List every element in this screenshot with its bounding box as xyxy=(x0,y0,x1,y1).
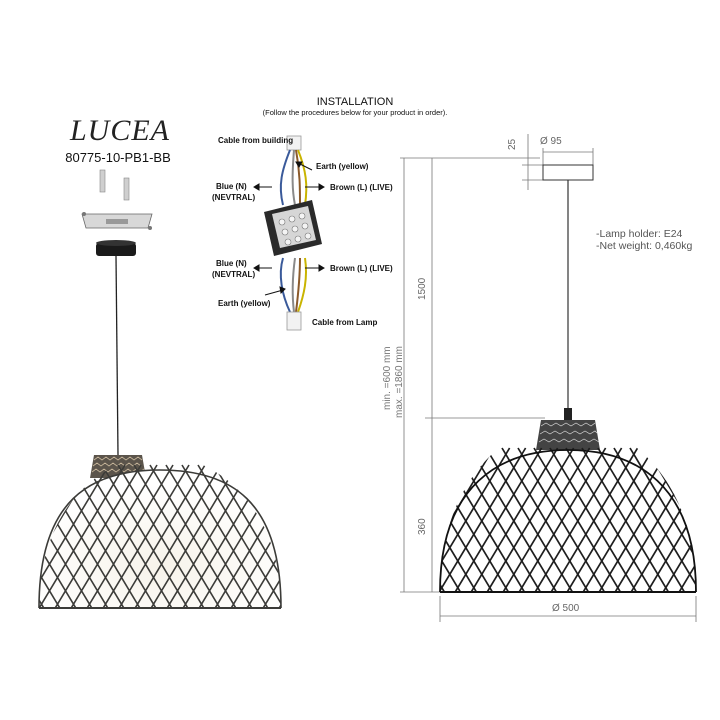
wire-blue-bottom xyxy=(279,257,291,313)
shade-left xyxy=(38,455,282,609)
product-name: LUCEA xyxy=(69,114,170,147)
cable-left xyxy=(115,255,119,456)
dim-canopy-height: 25 xyxy=(507,138,518,150)
label-neutral-top: (NEVTRAL) xyxy=(212,193,256,202)
shade-right xyxy=(294,420,720,594)
wicker-strand xyxy=(85,464,174,608)
dimension-lines xyxy=(400,134,697,622)
wicker-strand xyxy=(677,447,696,592)
wicker-strand xyxy=(440,447,527,592)
wicker-strand xyxy=(245,464,281,608)
wire-grey-bottom xyxy=(291,257,296,313)
wicker-strand xyxy=(485,447,575,592)
wicker-strand xyxy=(440,447,511,592)
terminal-block xyxy=(264,200,322,256)
wicker-strand xyxy=(310,448,398,594)
wicker-strand xyxy=(39,464,78,608)
wicker-strand xyxy=(39,464,110,608)
wicker-strand xyxy=(710,448,720,594)
wicker-strand xyxy=(294,448,382,594)
installation-note: (Follow the procedures below for your pr… xyxy=(262,108,448,117)
wicker-strand xyxy=(39,464,126,608)
wire-grey-top xyxy=(291,149,296,206)
label-earth-top: Earth (yellow) xyxy=(316,162,369,171)
wicker-strand xyxy=(581,447,671,592)
lamp-holder xyxy=(564,408,572,420)
wicker-strand xyxy=(53,464,142,608)
dim-shade-diameter: Ø 500 xyxy=(552,603,580,614)
wicker-strand xyxy=(693,447,696,592)
label-cable-from-building: Cable from building xyxy=(218,136,294,145)
dim-shade-height: 360 xyxy=(417,518,428,535)
wicker-strand xyxy=(117,464,206,608)
label-brown-bottom: Brown (L) (LIVE) xyxy=(330,264,393,273)
wicker-strand xyxy=(101,464,190,608)
wicker-strand xyxy=(326,448,414,594)
label-cable-from-lamp: Cable from Lamp xyxy=(312,318,378,327)
wicker-strand xyxy=(533,447,623,592)
canopy-left xyxy=(96,240,136,256)
wicker-strand xyxy=(69,464,158,608)
wicker-strand xyxy=(693,447,696,592)
wicker-strand xyxy=(549,447,639,592)
wicker-strand xyxy=(39,464,62,608)
wicker-strand xyxy=(440,447,479,592)
wicker-strand xyxy=(440,447,463,592)
dim-range-min: min. =600 mm xyxy=(382,346,393,410)
wicker-strand xyxy=(133,464,222,608)
dim-canopy-diameter: Ø 95 xyxy=(540,136,562,147)
spec-lamp-holder: -Lamp holder: E24 xyxy=(596,228,683,240)
wicker-strand xyxy=(565,447,655,592)
dim-range-max: max. =1860 mm xyxy=(394,346,405,418)
wicker-strand xyxy=(261,464,281,608)
wicker-strand xyxy=(710,448,720,594)
wicker-strand xyxy=(310,448,398,594)
wicker-strand xyxy=(501,447,591,592)
wicker-strand xyxy=(149,464,238,608)
wicker-strand xyxy=(469,447,559,592)
wicker-strand xyxy=(213,464,281,608)
wire-yellow-bottom xyxy=(297,257,308,313)
wire-blue-top xyxy=(279,149,291,206)
spec-net-weight: -Net weight: 0,460kg xyxy=(596,240,693,252)
wicker-strand xyxy=(326,448,414,594)
label-blue-bottom: Blue (N) xyxy=(216,259,247,268)
wire-yellow-top xyxy=(297,149,308,206)
wicker-strand xyxy=(629,447,696,592)
product-code: 80775-10-PB1-BB xyxy=(65,150,171,165)
wire-brown-top xyxy=(295,149,301,206)
wicker-strand xyxy=(453,447,543,592)
dim-cable-length: 1500 xyxy=(417,277,428,300)
wire-brown-bottom xyxy=(295,257,301,313)
wicker-strand xyxy=(440,447,447,592)
label-brown-top: Brown (L) (LIVE) xyxy=(330,183,393,192)
wicker-strand xyxy=(661,447,696,592)
mounting-bracket xyxy=(81,169,153,230)
wicker-strand xyxy=(440,447,447,592)
label-earth-bottom: Earth (yellow) xyxy=(218,299,271,308)
installation-title: INSTALLATION xyxy=(316,96,394,108)
label-neutral-bottom: (NEVTRAL) xyxy=(212,270,256,279)
label-blue-top: Blue (N) xyxy=(216,182,247,191)
cable-sleeve-bottom xyxy=(286,311,302,331)
canopy-right xyxy=(542,164,594,181)
wicker-strand xyxy=(517,447,607,592)
wicker-strand xyxy=(294,448,382,594)
